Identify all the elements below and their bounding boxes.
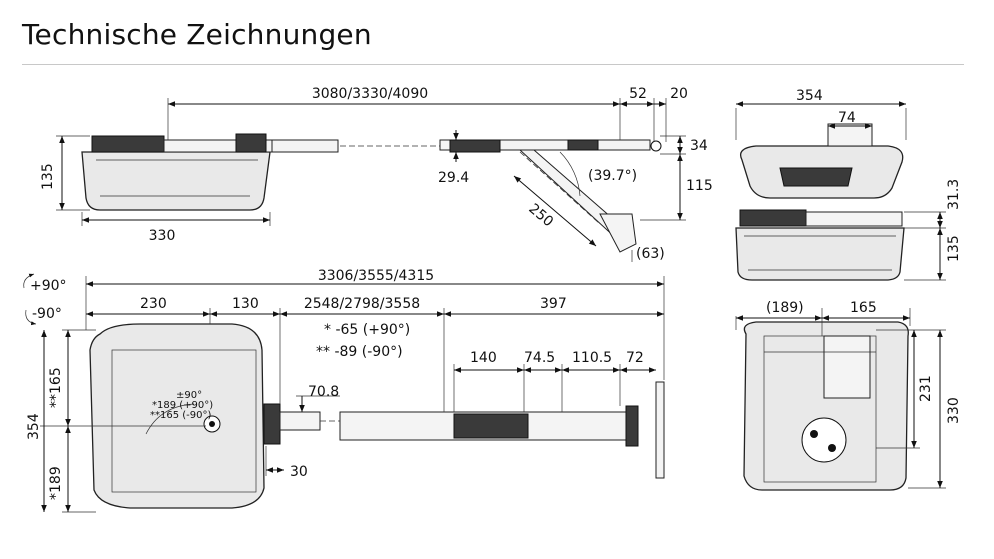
dim-52: 52 [629,86,647,102]
dim-130: 130 [232,296,259,312]
title-divider [22,64,964,65]
rotation-arrow-icon [23,273,35,289]
dim-63: (63) [636,246,665,262]
side-motor-top [91,135,165,153]
dim-140: 140 [470,350,497,366]
side-rail [271,139,339,153]
page-title: Technische Zeichnungen [22,18,372,51]
top-end-bracket [655,381,665,479]
note-inner-2: *189 (+90°) [152,400,213,411]
dim-330-base: 330 [946,397,962,424]
dim-20: 20 [670,86,688,102]
dim-110-5: 110.5 [572,350,612,366]
dim-rail-length: 3080/3330/4090 [312,86,428,102]
dim-250: 250 [525,201,556,230]
dim-397: 397 [540,296,567,312]
note-plus90: * -65 (+90°) [324,322,410,338]
dim-30: 30 [290,464,308,480]
dim-165-v: **165 [48,367,64,408]
note-minus90: ** -89 (-90°) [316,344,403,360]
front-motor [827,123,873,147]
dim-189-base: (189) [766,300,804,316]
base-gear-icon [801,417,847,463]
dim-72: 72 [626,350,644,366]
dim-70-8: 70.8 [308,384,339,400]
dim-354-v: 354 [26,413,42,440]
dim-total: 3306/3555/4315 [318,268,434,284]
top-motor-housing [89,323,265,509]
dim-29-4: 29.4 [438,170,469,186]
dim-165-base: 165 [850,300,877,316]
top-view: ±90° *189 (+90°) **165 (-90°) 3306/3555/… [23,268,665,513]
side-view: 3080/3330/4090 52 20 34 115 135 330 29.4… [40,86,713,262]
dim-330-side: 330 [149,228,176,244]
end-view: 31.3 135 [735,179,962,281]
end-housing [735,227,905,281]
dim-230: 230 [140,296,167,312]
front-view: 354 74 [735,88,907,199]
dim-354-front: 354 [796,88,823,104]
rotation-plus: +90° [30,278,67,294]
dim-189-v: *189 [48,466,64,500]
end-motor-top [739,209,807,227]
base-view: (189) 165 231 330 [735,300,962,491]
dim-mid: 2548/2798/3558 [304,296,420,312]
dim-31-3: 31.3 [946,179,962,210]
dim-angle: (39.7°) [588,168,637,184]
dim-34: 34 [690,138,708,154]
rotation-minus: -90° [32,306,62,322]
dim-135-end: 135 [946,235,962,262]
dim-115: 115 [686,178,713,194]
side-motor-housing [81,151,271,211]
note-inner-3: **165 (-90°) [150,410,212,421]
dim-135-side: 135 [40,163,56,190]
side-end-bracket [650,140,662,152]
dim-74-5: 74.5 [524,350,555,366]
dim-74-front: 74 [838,110,856,126]
base-motor [823,335,871,399]
top-rail-start [279,411,321,431]
note-inner-1: ±90° [176,390,202,401]
dim-231: 231 [918,375,934,402]
